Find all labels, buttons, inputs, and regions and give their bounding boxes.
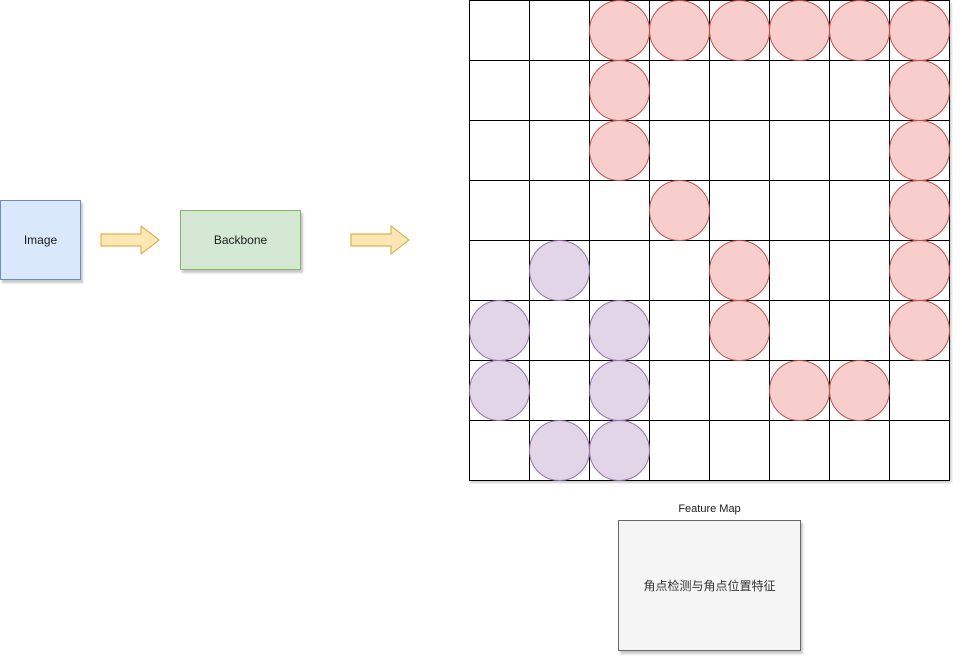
red-corner-circle <box>889 0 950 61</box>
feature-map-grid <box>469 0 950 481</box>
red-corner-circle <box>769 0 830 61</box>
grid-cell <box>889 420 950 481</box>
red-corner-circle <box>829 360 890 421</box>
backbone-node-label: Backbone <box>213 233 268 247</box>
purple-corner-circle <box>469 300 530 361</box>
grid-cell <box>649 120 710 181</box>
red-corner-circle <box>889 120 950 181</box>
purple-corner-circle <box>469 360 530 421</box>
grid-cell <box>769 120 830 181</box>
grid-cell <box>529 180 590 241</box>
grid-cell <box>529 0 590 61</box>
red-corner-circle <box>889 180 950 241</box>
red-corner-circle <box>589 120 650 181</box>
purple-corner-circle <box>529 420 590 481</box>
red-corner-circle <box>589 0 650 61</box>
grid-cell <box>469 180 530 241</box>
grid-cell <box>469 240 530 301</box>
grid-cell <box>829 180 890 241</box>
red-corner-circle <box>889 300 950 361</box>
red-corner-circle <box>889 240 950 301</box>
grid-cell <box>469 420 530 481</box>
grid-cell <box>469 0 530 61</box>
grid-cell <box>769 60 830 121</box>
red-corner-circle <box>889 60 950 121</box>
grid-cell <box>709 120 770 181</box>
red-corner-circle <box>589 60 650 121</box>
image-node: Image <box>0 200 81 280</box>
red-corner-circle <box>769 360 830 421</box>
arrow-image-to-backbone-icon <box>100 225 160 255</box>
grid-cell <box>769 420 830 481</box>
grid-cell <box>889 360 950 421</box>
grid-cell <box>529 360 590 421</box>
grid-cell <box>709 360 770 421</box>
grid-cell <box>709 420 770 481</box>
grid-cell <box>769 240 830 301</box>
red-corner-circle <box>829 0 890 61</box>
grid-cell <box>589 240 650 301</box>
grid-cell <box>649 420 710 481</box>
grid-cell <box>469 60 530 121</box>
red-corner-circle <box>649 180 710 241</box>
corner-detection-box: 角点检测与角点位置特征 <box>618 520 801 651</box>
arrow-backbone-to-feature-map-icon <box>350 225 410 255</box>
grid-cell <box>829 60 890 121</box>
grid-cell <box>829 300 890 361</box>
grid-cell <box>649 300 710 361</box>
grid-cell <box>709 180 770 241</box>
purple-corner-circle <box>589 360 650 421</box>
grid-cell <box>649 360 710 421</box>
grid-cell <box>469 120 530 181</box>
grid-cell <box>829 240 890 301</box>
grid-cell <box>769 300 830 361</box>
red-corner-circle <box>649 0 710 61</box>
grid-cell <box>649 60 710 121</box>
corner-detection-label: 角点检测与角点位置特征 <box>643 579 776 593</box>
grid-cell <box>829 420 890 481</box>
grid-cell <box>829 120 890 181</box>
grid-cell <box>529 120 590 181</box>
purple-corner-circle <box>589 300 650 361</box>
grid-cell <box>529 300 590 361</box>
backbone-node: Backbone <box>180 210 301 270</box>
purple-corner-circle <box>589 420 650 481</box>
red-corner-circle <box>709 300 770 361</box>
grid-cell <box>769 180 830 241</box>
grid-cell <box>709 60 770 121</box>
grid-cell <box>649 240 710 301</box>
image-node-label: Image <box>23 233 58 247</box>
grid-cell <box>529 60 590 121</box>
purple-corner-circle <box>529 240 590 301</box>
feature-map-label: Feature Map <box>678 503 741 515</box>
red-corner-circle <box>709 240 770 301</box>
red-corner-circle <box>709 0 770 61</box>
grid-cell <box>589 180 650 241</box>
